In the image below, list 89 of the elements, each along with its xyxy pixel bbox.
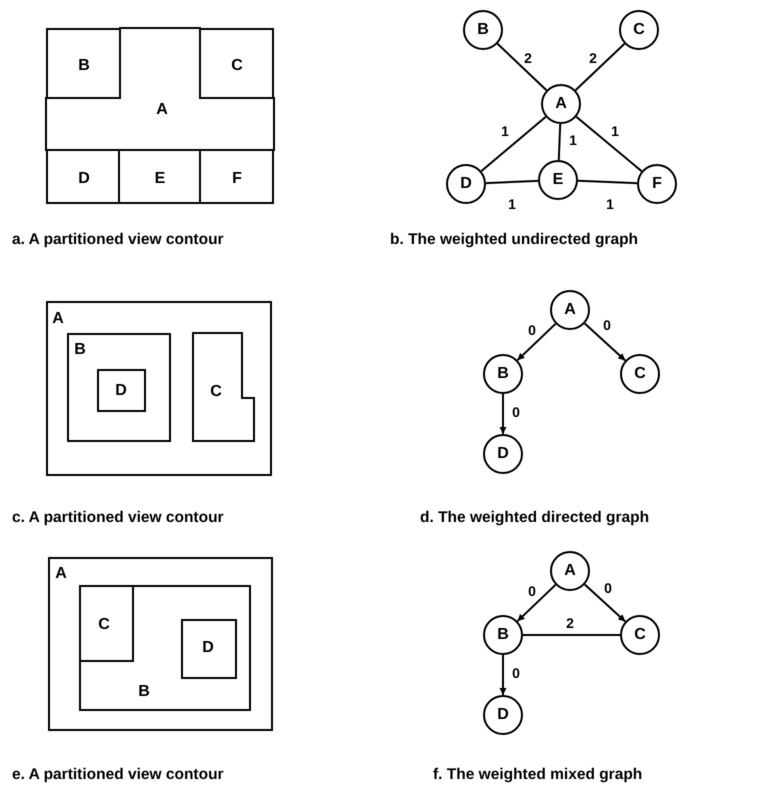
region-letter: A (52, 311, 64, 327)
region-letter: B (78, 58, 90, 74)
region-letter: A (564, 302, 576, 318)
region-letter: C (634, 366, 646, 382)
edge-weight: 2 (522, 50, 534, 66)
region-outline (46, 28, 121, 99)
region-outline (46, 28, 274, 151)
region-outline (46, 149, 120, 204)
edge-weight: 0 (510, 404, 522, 420)
edge-line (523, 634, 620, 636)
graph-node-circle (446, 164, 486, 204)
graph-node-circle (538, 160, 578, 200)
graph-node-circle (483, 615, 523, 655)
region-letter: D (78, 171, 90, 187)
region-outline (97, 369, 146, 412)
arrow (500, 394, 506, 434)
region-outline (181, 619, 237, 679)
region-letter: C (634, 627, 646, 643)
graph-node-circle (620, 615, 660, 655)
region-letter: D (497, 707, 509, 723)
region-letter: A (55, 566, 67, 582)
edge-weight: 2 (564, 615, 576, 631)
region-letter: C (231, 58, 243, 74)
graph-node-circle (550, 290, 590, 330)
region-outline (48, 557, 273, 731)
region-outline (199, 28, 274, 99)
graph-node-circle (620, 354, 660, 394)
edge-weight: 1 (506, 196, 518, 212)
region-letter: B (477, 22, 489, 38)
region-letter: C (633, 22, 645, 38)
figure-caption: b. The weighted undirected graph (390, 231, 638, 249)
arrow (516, 584, 556, 622)
arrow (584, 584, 626, 622)
figure-caption: d. The weighted directed graph (420, 509, 650, 527)
region-letter: B (497, 366, 509, 382)
edge-line (558, 124, 562, 160)
edge-line (574, 43, 626, 91)
region-letter: A (564, 563, 576, 579)
edge-weight: 1 (567, 132, 579, 148)
region-outline (199, 149, 274, 204)
graph-node-circle (541, 84, 581, 124)
graph-node-circle (483, 695, 523, 735)
figure-caption: c. A partitioned view contour (12, 509, 224, 527)
region-letter: C (210, 384, 222, 400)
region-outline (46, 301, 272, 476)
edge-weight: 0 (526, 583, 538, 599)
graph-node-circle (550, 551, 590, 591)
arrow (584, 322, 626, 362)
region-letter: B (497, 627, 509, 643)
figure-caption: a. A partitioned view contour (12, 231, 224, 249)
graph-node-circle (463, 10, 503, 50)
graph-node-circle (483, 354, 523, 394)
arrow (516, 323, 556, 361)
edge-line (576, 116, 642, 172)
edge-weight: 0 (601, 317, 613, 333)
region-letter: A (555, 96, 567, 112)
edge-line (486, 180, 538, 184)
arrow (500, 655, 506, 695)
graph-node-circle (637, 164, 677, 204)
edge-weight: 0 (526, 322, 538, 338)
region-letter: C (98, 617, 110, 633)
figure-caption: f. The weighted mixed graph (433, 766, 642, 784)
region-letter: D (460, 176, 472, 192)
graph-node-circle (483, 434, 523, 474)
figure-caption: e. A partitioned view contour (12, 766, 224, 784)
edge-line (480, 116, 546, 172)
region-outline (67, 333, 171, 442)
region-letter: F (652, 176, 662, 192)
region-letter: B (74, 342, 86, 358)
region-letter: D (202, 640, 214, 656)
region-outline (79, 585, 134, 662)
region-letter: D (497, 446, 509, 462)
edge-weight: 0 (602, 580, 614, 596)
edge-weight: 1 (499, 123, 511, 139)
region-outline (193, 333, 254, 442)
graph-node-circle (619, 10, 659, 50)
region-letter: F (232, 171, 242, 187)
region-letter: B (138, 684, 150, 700)
edge-weight: 1 (604, 196, 616, 212)
region-letter: E (552, 172, 564, 188)
edge-weight: 0 (510, 665, 522, 681)
edge-line (578, 180, 638, 184)
region-letter: A (156, 102, 168, 118)
edge-weight: 1 (609, 123, 621, 139)
edge-line (496, 43, 548, 91)
region-outline (79, 585, 251, 711)
region-letter: E (154, 171, 166, 187)
region-letter: D (115, 383, 127, 399)
edge-weight: 2 (587, 50, 599, 66)
